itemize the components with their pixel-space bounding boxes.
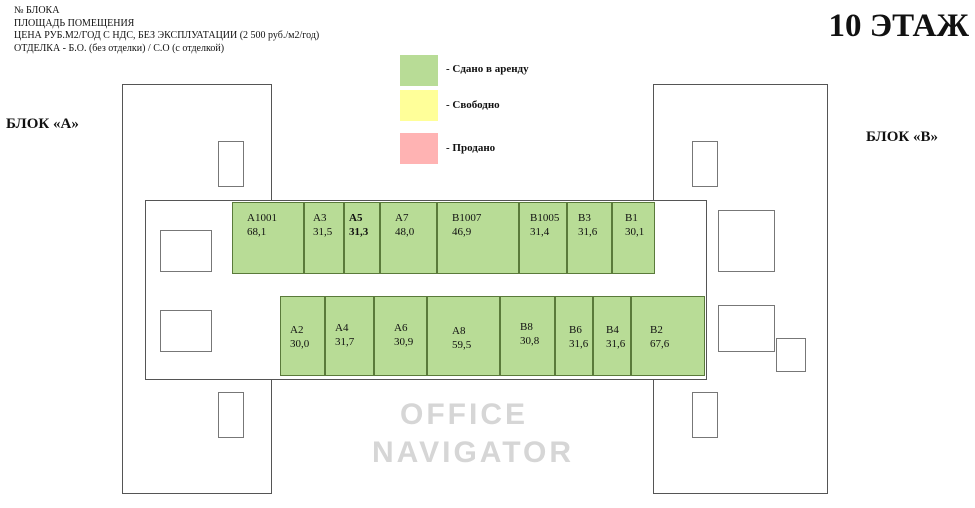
stair-core [718,305,775,352]
room-id: B8 [520,321,533,333]
room-id: B1 [625,212,638,224]
room-B3[interactable]: B3 31,6 [567,202,612,274]
room-area: 68,1 [247,226,267,238]
header-line: ОТДЕЛКА - Б.О. (без отделки) / С.О (с от… [14,42,225,54]
watermark-line: NAVIGATOR [372,436,575,469]
room-id: A7 [395,212,409,224]
room-id: A1001 [247,212,277,224]
watermark-line: OFFICE [400,398,528,431]
stair-core [718,210,775,272]
room-area: 31,4 [530,226,550,238]
room-id: B3 [578,212,591,224]
room-id: B4 [606,324,619,336]
room-area: 59,5 [452,339,472,351]
window [218,141,244,187]
window [692,141,718,187]
room-id: B1007 [452,212,482,224]
room-id: B2 [650,324,663,336]
room-area: 67,6 [650,338,670,350]
room-A4[interactable]: A4 31,7 [325,296,374,376]
room-A8[interactable]: A8 59,5 [427,296,500,376]
room-B8[interactable]: B8 30,8 [500,296,555,376]
room-area: 48,0 [395,226,415,238]
legend-swatch-leased [400,55,438,86]
room-id: A6 [394,322,408,334]
stair-core [160,310,212,352]
legend-label-sold: - Продано [446,142,496,154]
room-area: 31,7 [335,336,355,348]
header-line: ПЛОЩАДЬ ПОМЕЩЕНИЯ [14,17,135,29]
block-a-label: БЛОК «А» [6,116,79,132]
room-area: 30,1 [625,226,645,238]
room-id: A5 [349,212,363,224]
room-B4[interactable]: B4 31,6 [593,296,631,376]
floor-title: 10 ЭТАЖ [828,8,969,44]
header-line: № БЛОКА [14,5,60,16]
elevator-shaft [776,338,806,372]
room-area: 46,9 [452,226,472,238]
room-B1[interactable]: B1 30,1 [612,202,655,274]
room-area: 31,6 [606,338,626,350]
room-B1007[interactable]: B1007 46,9 [437,202,519,274]
room-id: B1005 [530,212,560,224]
room-A7[interactable]: A7 48,0 [380,202,437,274]
room-id: B6 [569,324,582,336]
block-b-label: БЛОК «В» [866,129,939,145]
room-area: 31,6 [569,338,589,350]
window [218,392,244,438]
room-B2[interactable]: B2 67,6 [631,296,705,376]
room-A1001[interactable]: A1001 68,1 [232,202,304,274]
room-A3[interactable]: A3 31,5 [304,202,344,274]
room-area: 31,3 [349,226,369,238]
room-B6[interactable]: B6 31,6 [555,296,593,376]
room-area: 30,9 [394,336,414,348]
room-id: A2 [290,324,304,336]
legend-swatch-sold [400,133,438,164]
header-legend-text: № БЛОКА ПЛОЩАДЬ ПОМЕЩЕНИЯ ЦЕНА РУБ.М2/ГО… [14,5,319,55]
stair-core [160,230,212,272]
room-area: 30,8 [520,335,540,347]
room-id: A8 [452,325,466,337]
window [692,392,718,438]
legend-label-free: - Свободно [446,99,500,111]
room-area: 30,0 [290,338,310,350]
header-line: ЦЕНА РУБ.М2/ГОД С НДС, БЕЗ ЭКСПЛУАТАЦИИ … [14,30,320,41]
legend-swatch-free [400,90,438,121]
room-id: A3 [313,212,327,224]
legend-label-leased: - Сдано в аренду [446,63,529,75]
room-area: 31,6 [578,226,598,238]
room-A6[interactable]: A6 30,9 [374,296,427,376]
room-area: 31,5 [313,226,333,238]
room-A2[interactable]: A2 30,0 [280,296,325,376]
room-A5[interactable]: A5 31,3 [344,202,380,274]
room-id: A4 [335,322,349,334]
room-B1005[interactable]: B1005 31,4 [519,202,567,274]
